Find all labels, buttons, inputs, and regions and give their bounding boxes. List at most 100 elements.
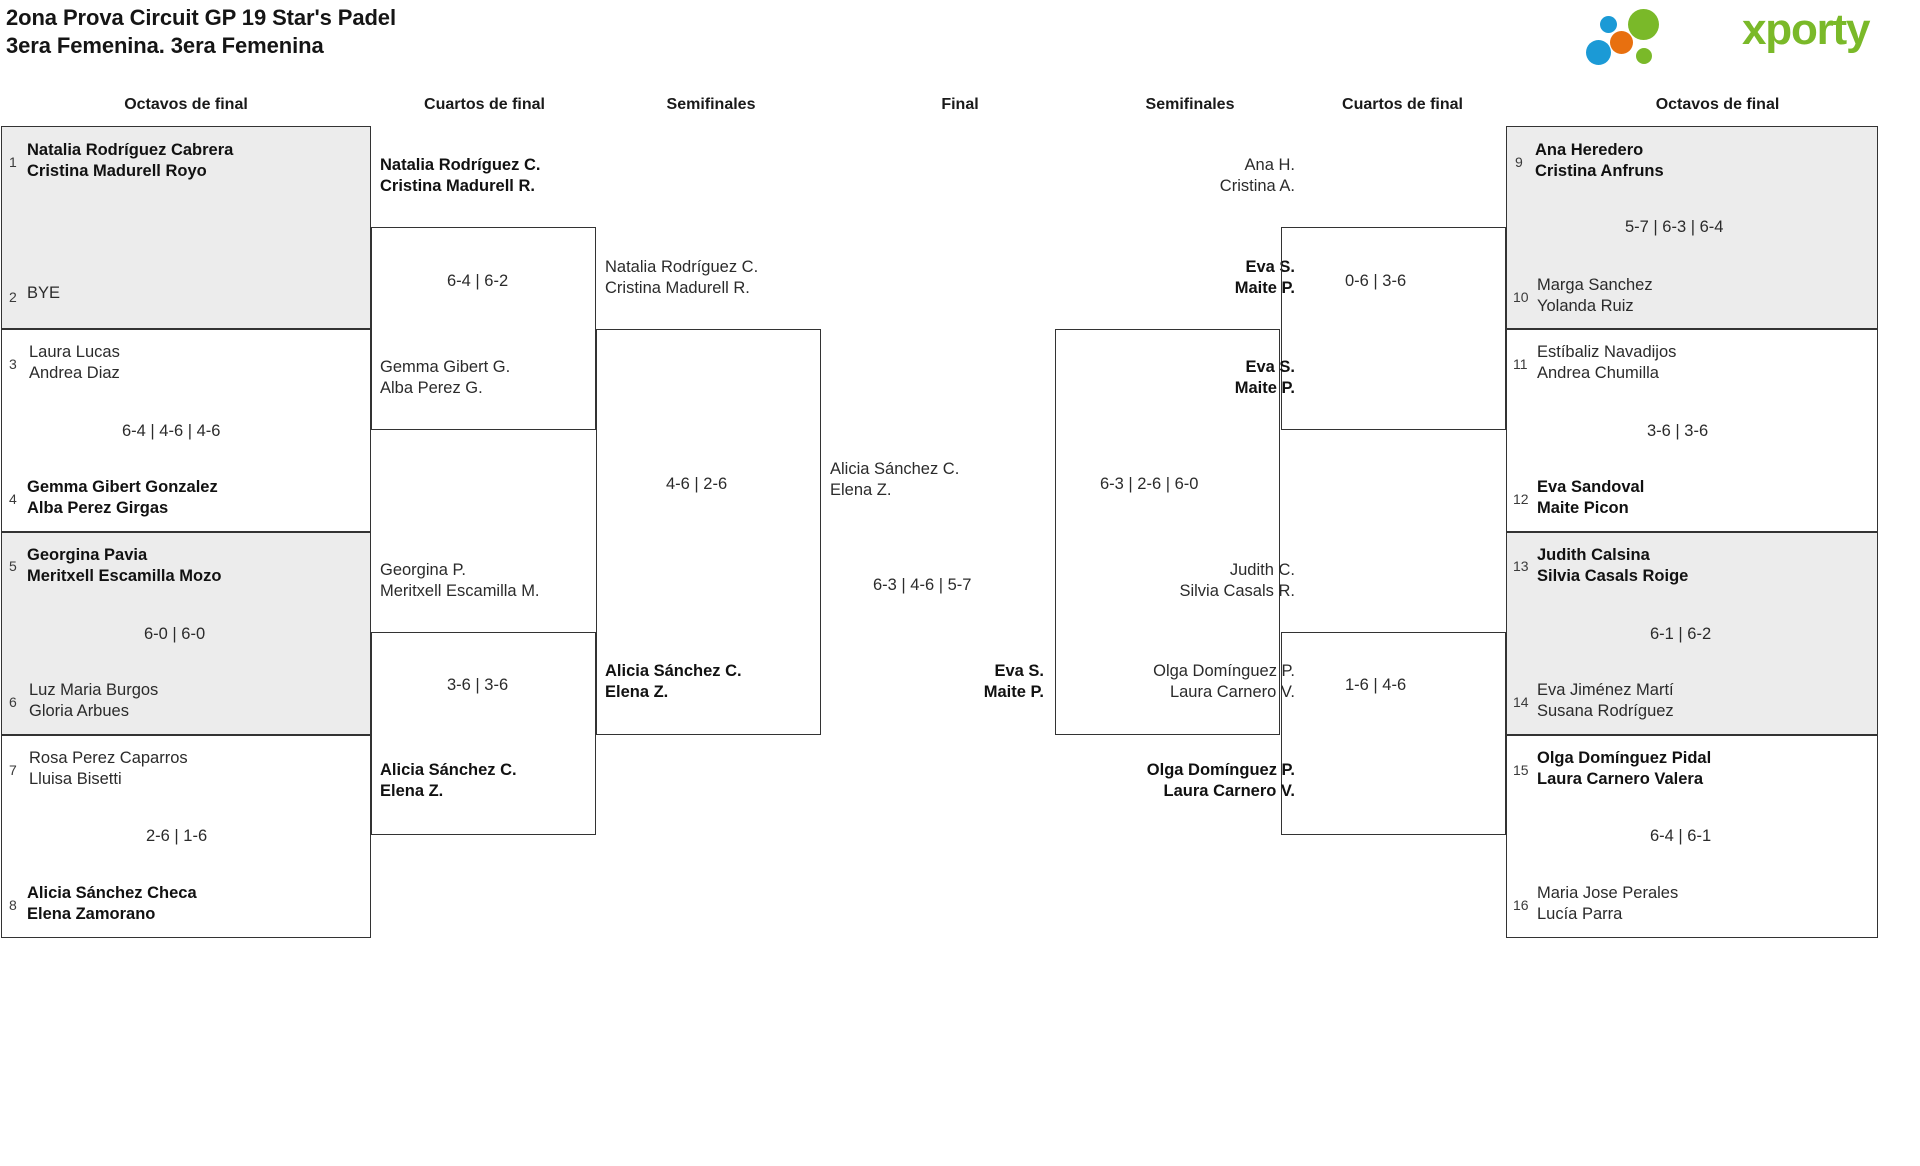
team-left-r16-2-top: Laura Lucas Andrea Diaz (29, 342, 120, 384)
score-right-r16-1: 5-7 | 6-3 | 6-4 (1625, 218, 1724, 236)
team-line-2: Laura Carnero Valera (1537, 770, 1703, 789)
team-line-2: Andrea Chumilla (1537, 364, 1659, 383)
team-line-2: Lluisa Bisetti (29, 770, 122, 789)
team-line-1: Natalia Rodríguez C. (605, 258, 759, 276)
logo-dot-orange (1610, 31, 1633, 54)
team-line-1: Laura Lucas (29, 343, 120, 361)
match-box-left-sf[interactable] (596, 329, 821, 735)
team-line-2: Cristina Madurell R. (380, 177, 535, 196)
team-left-r16-1-top: Natalia Rodríguez Cabrera Cristina Madur… (27, 140, 233, 182)
team-line-2: Maite P. (1234, 379, 1295, 398)
logo-wordmark: xporty (1742, 5, 1870, 54)
team-line-1: Estíbaliz Navadijos (1537, 343, 1677, 361)
score-right-r16-3: 6-1 | 6-2 (1650, 625, 1712, 643)
team-line-1: Natalia Rodríguez Cabrera (27, 141, 234, 159)
match-box-right-r16-2[interactable] (1506, 329, 1878, 532)
match-box-left-r16-1[interactable] (1, 126, 371, 329)
score-right-r16-2: 3-6 | 3-6 (1647, 422, 1709, 440)
match-box-left-r16-3[interactable] (1, 532, 371, 735)
round-title-right-sf: Semifinales (1145, 96, 1235, 113)
match-box-left-r16-2[interactable] (1, 329, 371, 532)
team-line-2: Cristina Madurell R. (605, 279, 750, 298)
team-right-r16-3-top: Judith Calsina Silvia Casals Roige (1537, 545, 1688, 587)
team-left-r16-4-top: Rosa Perez Caparros Lluisa Bisetti (29, 748, 188, 790)
round-title-right-qf: Cuartos de final (1342, 96, 1463, 113)
title-line-2: 3era Femenina. 3era Femenina (6, 33, 324, 59)
match-box-left-qf-1[interactable] (371, 227, 596, 430)
match-box-right-r16-4[interactable] (1506, 735, 1878, 938)
seed-number-8: 8 (9, 897, 17, 913)
team-line-2: Cristina Anfruns (1535, 162, 1664, 181)
round-title-left-r16: Octavos de final (124, 96, 248, 113)
team-line-2: Gloria Arbues (29, 702, 129, 721)
team-line-1: Rosa Perez Caparros (29, 749, 188, 767)
match-box-right-sf[interactable] (1055, 329, 1280, 735)
seed-number-5: 5 (9, 558, 17, 574)
match-box-right-qf-1[interactable] (1281, 227, 1506, 430)
team-line-2: Yolanda Ruiz (1537, 297, 1634, 316)
page-title: 2ona Prova Circuit GP 19 Star's Padel 3er… (6, 4, 396, 60)
match-box-left-r16-4[interactable] (1, 735, 371, 938)
seed-number-2: 2 (9, 289, 17, 305)
team-line-1: Olga Domínguez P. (1146, 761, 1295, 779)
team-right-r16-4-top: Olga Domínguez Pidal Laura Carnero Valer… (1537, 748, 1711, 790)
score-left-r16-3: 6-0 | 6-0 (144, 625, 206, 643)
score-final: 6-3 | 4-6 | 5-7 (873, 576, 972, 594)
round-title-left-qf: Cuartos de final (424, 96, 545, 113)
seed-number-15: 15 (1513, 762, 1529, 778)
title-line-1: 2ona Prova Circuit GP 19 Star's Padel (6, 5, 396, 30)
team-line-2: Alba Perez Girgas (27, 499, 169, 518)
seed-number-1: 1 (9, 154, 17, 170)
team-left-qf-1-top: Natalia Rodríguez C. Cristina Madurell R… (380, 155, 540, 197)
score-left-r16-2: 6-4 | 4-6 | 4-6 (122, 422, 221, 440)
seed-number-6: 6 (9, 694, 17, 710)
score-right-r16-4: 6-4 | 6-1 (1650, 827, 1712, 845)
team-line-1: Eva S. (994, 662, 1044, 680)
logo-dot-green-small (1636, 48, 1652, 64)
team-line-1: Ana H. (1244, 156, 1295, 174)
team-right-r16-2-top: Estíbaliz Navadijos Andrea Chumilla (1537, 342, 1676, 384)
team-line-2: Elena Z. (830, 481, 892, 500)
seed-number-4: 4 (9, 491, 17, 507)
seed-number-11: 11 (1513, 356, 1528, 372)
seed-number-13: 13 (1513, 558, 1529, 574)
team-line-1: Natalia Rodríguez C. (380, 156, 541, 174)
team-right-r16-4-bottom: Maria Jose Perales Lucía Parra (1537, 883, 1678, 925)
seed-number-9: 9 (1515, 154, 1523, 170)
team-line-2: Lucía Parra (1537, 905, 1623, 924)
team-right-r16-3-bottom: Eva Jiménez Martí Susana Rodríguez (1537, 680, 1674, 722)
team-final-right: Olga Domínguez P. Laura Carnero V. (1055, 661, 1295, 703)
logo-dot-blue-large (1586, 40, 1611, 65)
xporty-logo[interactable]: xporty (1584, 5, 1904, 65)
team-line-1: Maria Jose Perales (1537, 884, 1679, 902)
team-line-2: Meritxell Escamilla Mozo (27, 567, 222, 586)
match-box-left-qf-2[interactable] (371, 632, 596, 835)
round-title-right-r16: Octavos de final (1655, 96, 1780, 113)
match-box-right-r16-1[interactable] (1506, 126, 1878, 329)
score-right-qf-1: 0-6 | 3-6 (1345, 272, 1407, 290)
team-line-2: Susana Rodríguez (1537, 702, 1674, 721)
team-line-1: Eva S. (1245, 358, 1295, 376)
team-right-r16-2-bottom: Eva Sandoval Maite Picon (1537, 477, 1644, 519)
team-line-1: Marga Sanchez (1537, 276, 1653, 294)
team-line-2: Maite Picon (1537, 499, 1629, 518)
team-right-qf-1-bottom: Eva S. Maite P. (1060, 357, 1295, 399)
team-line-1: Georgina P. (380, 561, 466, 579)
team-line-2: Silvia Casals Roige (1537, 567, 1689, 586)
team-line-1: Olga Domínguez P. (1153, 662, 1295, 680)
team-line-1: Alicia Sánchez C. (830, 460, 960, 478)
match-box-right-qf-2[interactable] (1281, 632, 1506, 835)
seed-number-12: 12 (1513, 491, 1529, 507)
team-left-sf-top: Natalia Rodríguez C. Cristina Madurell R… (605, 257, 758, 299)
team-line-1: Gemma Gibert G. (380, 358, 511, 376)
score-left-qf-2: 3-6 | 3-6 (447, 676, 509, 694)
team-line-1: Olga Domínguez Pidal (1537, 749, 1712, 767)
team-left-qf-2-bottom: Alicia Sánchez C. Elena Z. (380, 760, 517, 802)
score-right-sf: 6-3 | 2-6 | 6-0 (1100, 475, 1199, 493)
team-line-1: Eva Sandoval (1537, 478, 1645, 496)
team-left-r16-4-bottom: Alicia Sánchez Checa Elena Zamorano (27, 883, 197, 925)
team-left-r16-2-bottom: Gemma Gibert Gonzalez Alba Perez Girgas (27, 477, 218, 519)
team-line-2: Maite P. (983, 683, 1044, 702)
match-box-right-r16-3[interactable] (1506, 532, 1878, 735)
team-line-2: Cristina A. (1219, 177, 1295, 196)
